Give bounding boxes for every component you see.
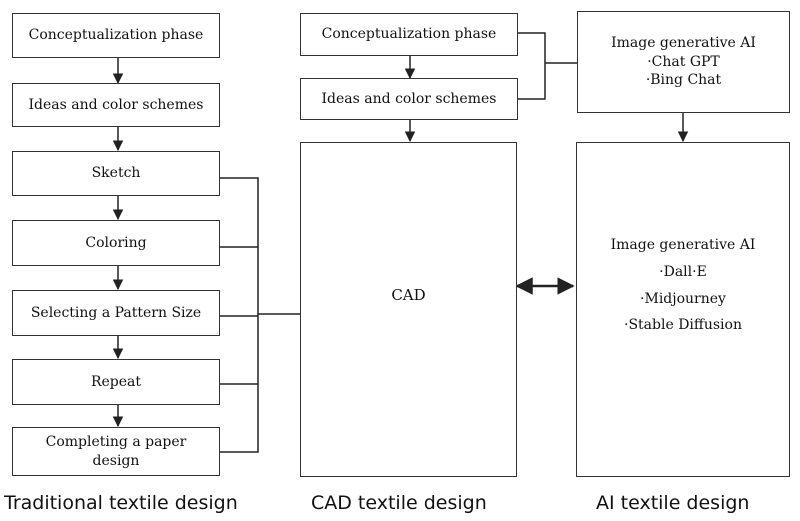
- cad-step-ideas: Ideas and color schemes: [300, 78, 518, 120]
- trad-step-coloring: Coloring: [12, 220, 220, 266]
- caption-traditional: Traditional textile design: [4, 492, 238, 514]
- ai-main-title: Image generative AI: [610, 237, 756, 254]
- ai-main-item: ·Midjourney: [640, 290, 726, 307]
- trad-step-repeat: Repeat: [12, 359, 220, 405]
- trad-step-sketch: Sketch: [12, 151, 220, 196]
- caption-ai: AI textile design: [596, 492, 750, 514]
- bracket-trad-to-cad: [220, 177, 259, 453]
- ai-main-box: Image generative AI ·Dall·E ·Midjourney …: [576, 142, 790, 477]
- cad-step-conceptualization: Conceptualization phase: [300, 13, 518, 56]
- ai-top-item: ·Chat GPT: [647, 53, 720, 70]
- cad-main-box: CAD: [300, 142, 517, 477]
- ai-top-item: ·Bing Chat: [645, 72, 722, 89]
- trad-step-pattern-size: Selecting a Pattern Size: [12, 290, 220, 336]
- trad-step-completing: Completing a paper design: [12, 427, 220, 476]
- bracket-cad-to-ai: [518, 32, 546, 100]
- ai-top-box: Image generative AI ·Chat GPT ·Bing Chat: [577, 11, 790, 113]
- ai-top-title: Image generative AI: [611, 34, 756, 51]
- ai-main-item: ·Stable Diffusion: [624, 317, 742, 334]
- ai-main-item: ·Dall·E: [659, 263, 707, 280]
- trad-step-conceptualization: Conceptualization phase: [12, 13, 220, 58]
- caption-cad: CAD textile design: [311, 492, 487, 514]
- trad-step-ideas: Ideas and color schemes: [12, 83, 220, 127]
